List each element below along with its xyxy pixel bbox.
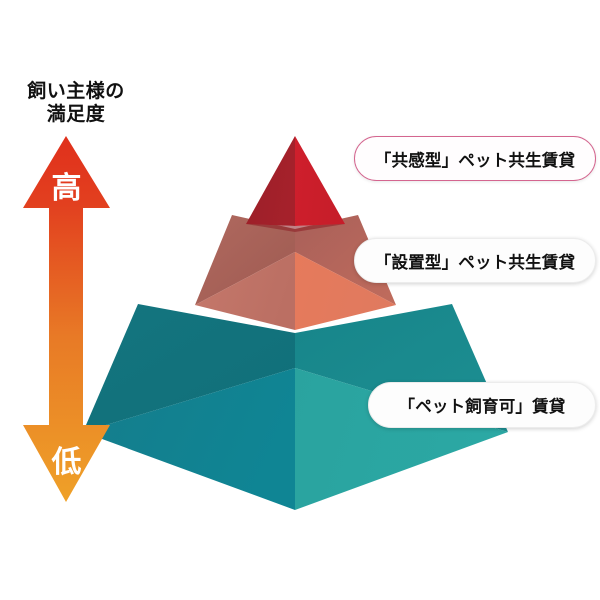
apex-base-shadow	[246, 224, 345, 232]
middle-front-right-facet	[295, 252, 396, 330]
arrow-high-label: 高	[51, 172, 83, 205]
middle-top-right-facet	[295, 215, 396, 305]
base-top-left-facet	[83, 304, 295, 432]
tier-label-top[interactable]: 「共感型」ペット共生賃貸	[354, 136, 596, 181]
tier-label-base[interactable]: 「ペット飼育可」賃貸	[368, 382, 596, 428]
base-front-left-facet	[83, 368, 295, 510]
pyramid-tier-top[interactable]	[246, 136, 345, 232]
axis-title: 飼い主様の 満足度	[27, 81, 125, 126]
tier-label-middle[interactable]: 「設置型」ペット共生賃貸	[354, 238, 596, 283]
middle-front-left-facet	[195, 252, 295, 330]
base-front-right-facet	[295, 368, 508, 510]
pyramid-tier-middle[interactable]	[195, 215, 396, 330]
apex-right-facet	[295, 136, 345, 226]
middle-top-left-facet	[195, 215, 295, 305]
satisfaction-axis-arrow	[23, 136, 110, 502]
apex-left-facet	[246, 136, 295, 226]
arrow-low-label: 低	[51, 446, 83, 479]
